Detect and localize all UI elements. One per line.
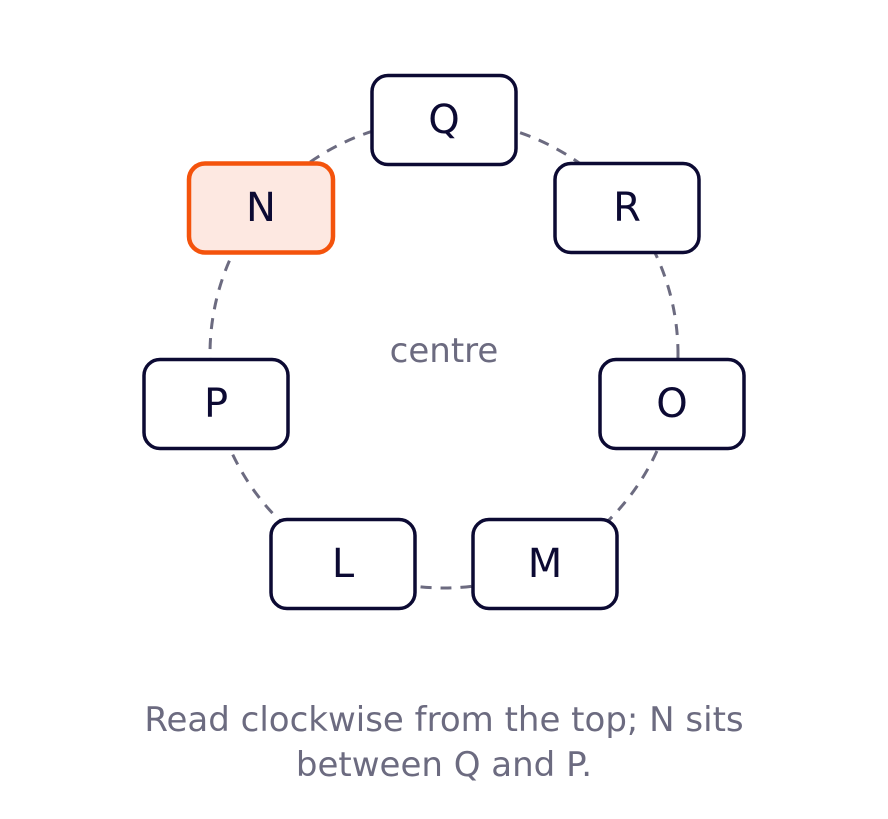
seat-box xyxy=(471,517,619,611)
seat-box xyxy=(553,161,701,255)
seat-box xyxy=(598,357,746,451)
seat-o: O xyxy=(598,357,746,451)
seat-p: P xyxy=(142,357,290,451)
seat-l: L xyxy=(269,517,417,611)
seat-box-highlighted xyxy=(186,161,336,255)
seat-label: M xyxy=(528,541,563,587)
caption: Read clockwise from the top; N sits betw… xyxy=(144,700,744,785)
seat-label: R xyxy=(613,185,641,231)
seat-q: Q xyxy=(370,73,518,167)
seat-m: M xyxy=(471,517,619,611)
seat-box xyxy=(142,357,290,451)
seat-label: P xyxy=(204,381,228,427)
seat-n: N xyxy=(186,161,336,255)
seat-label: O xyxy=(656,381,687,427)
seat-label: Q xyxy=(428,97,459,143)
seat-r: R xyxy=(553,161,701,255)
seat-label: L xyxy=(332,541,355,587)
seat-box xyxy=(370,73,518,167)
seat-box xyxy=(269,517,417,611)
seat-label: N xyxy=(246,185,276,231)
center-label: centre xyxy=(390,331,499,371)
seats-group: Q R O M L P N xyxy=(142,73,746,611)
